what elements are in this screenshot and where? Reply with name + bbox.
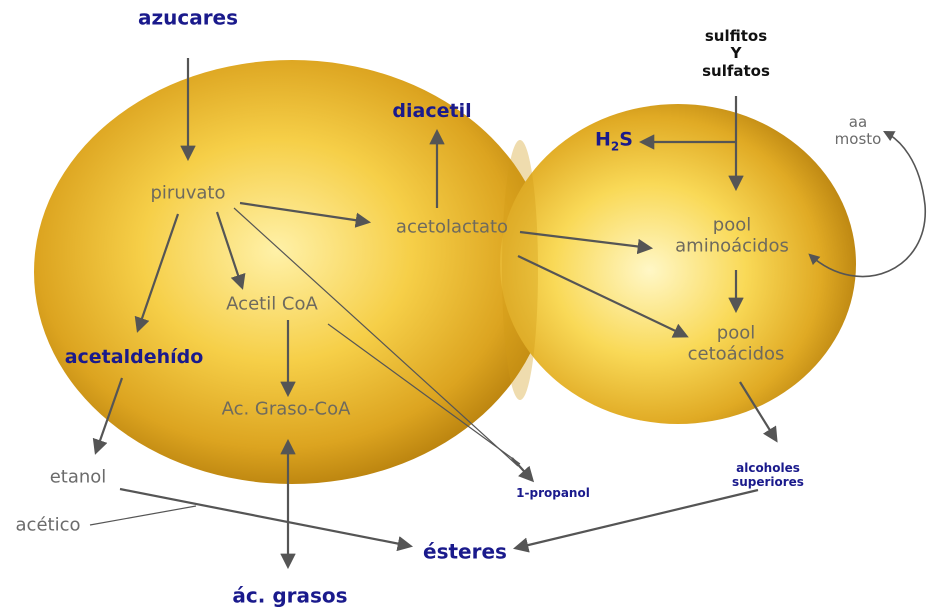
label-h2s-h: H [595, 129, 611, 151]
label-graso-coa: Ac. Graso-CoA [222, 400, 351, 421]
label-pool-amino-line1: pool [675, 215, 789, 236]
label-aa-line2: mosto [835, 131, 882, 148]
label-esteres: ésteres [423, 541, 507, 564]
label-h2s-s: S [619, 129, 633, 151]
line-acetico-etanolpath [90, 506, 196, 525]
label-pool-cetoacidos: pool cetoácidos [688, 323, 785, 364]
label-aa-line1: aa [835, 114, 882, 131]
label-alcoholes-line2: superiores [732, 476, 804, 490]
label-sulfitos-sulfatos: sulfitos Y sulfatos [702, 28, 770, 80]
label-acetolactato: acetolactato [396, 218, 508, 239]
cell-junction-shadow [502, 140, 538, 400]
arrow-to-propanol [512, 458, 532, 480]
label-ac-grasos: ác. grasos [232, 585, 347, 608]
label-sulfitos-line2: Y [702, 45, 770, 62]
label-alcoholes-superiores: alcoholes superiores [732, 462, 804, 490]
label-pool-aminoacidos: pool aminoácidos [675, 215, 789, 256]
label-sulfitos-line1: sulfitos [702, 28, 770, 45]
yeast-mother-cell [34, 60, 550, 484]
label-etanol: etanol [50, 468, 107, 489]
label-aa-mosto: aa mosto [835, 114, 882, 149]
label-acetil-coa: Acetil CoA [226, 295, 318, 316]
label-azucares: azucares [138, 7, 238, 30]
arrow-etanol-esteres [120, 489, 410, 546]
label-1-propanol: 1-propanol [516, 487, 590, 501]
label-acetico: acético [16, 516, 81, 537]
yeast-bud-cell [500, 104, 856, 424]
label-pool-amino-line2: aminoácidos [675, 236, 789, 257]
label-alcoholes-line1: alcoholes [732, 462, 804, 476]
label-pool-ceto-line1: pool [688, 323, 785, 344]
label-sulfitos-line3: sulfatos [702, 63, 770, 80]
label-piruvato: piruvato [151, 184, 226, 205]
label-pool-ceto-line2: cetoácidos [688, 344, 785, 365]
label-diacetil: diacetil [392, 101, 471, 123]
label-h2s: H2S [595, 130, 633, 155]
label-acetaldehido: acetaldehído [65, 347, 204, 369]
